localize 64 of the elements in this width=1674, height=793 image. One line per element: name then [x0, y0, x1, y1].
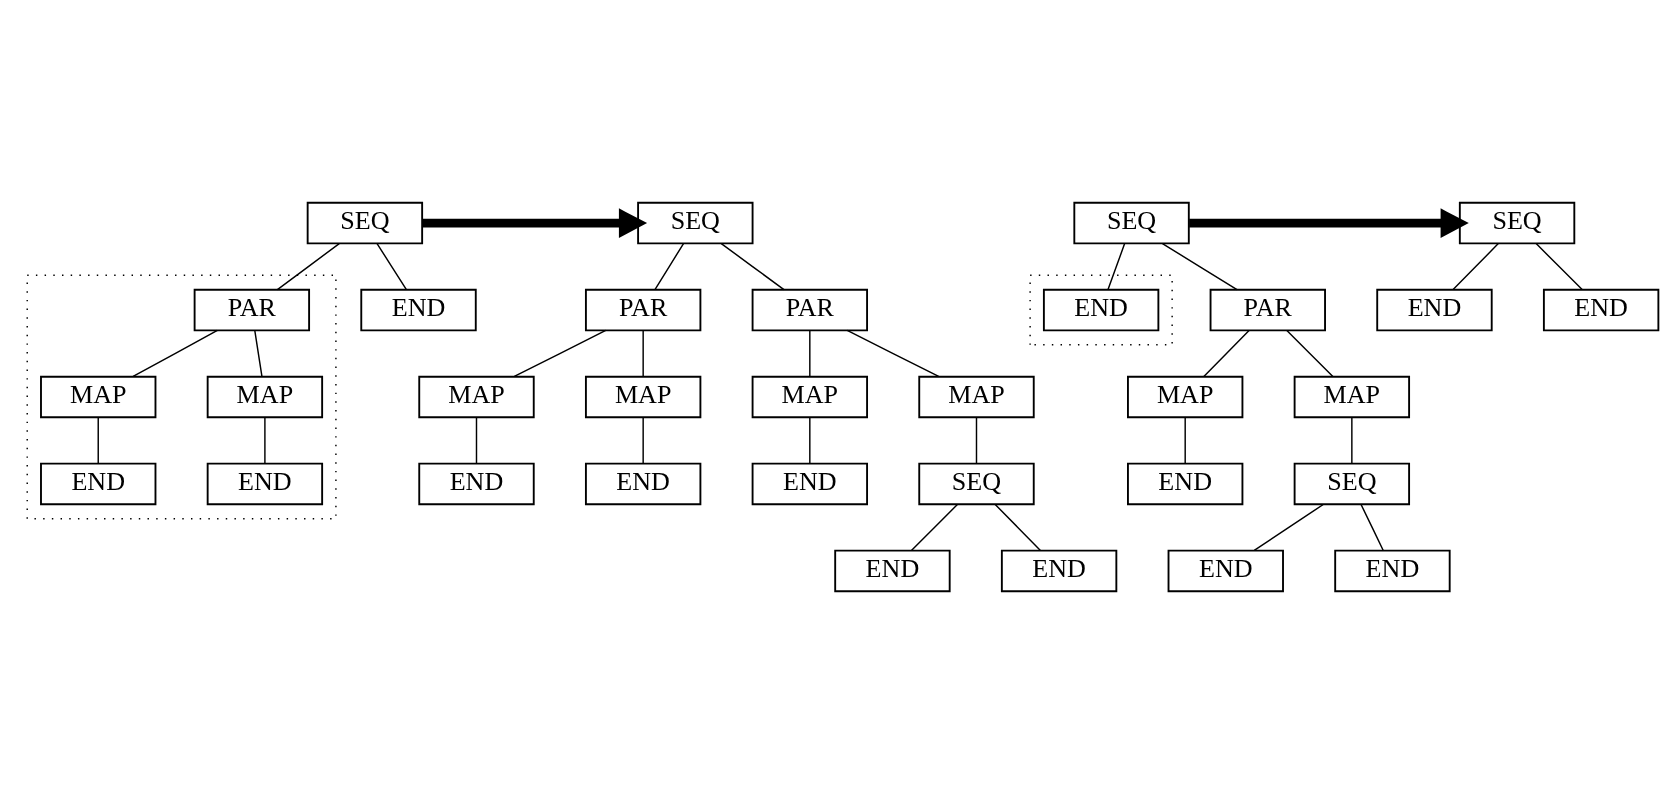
connector [1161, 242, 1238, 290]
node-box: MAP [40, 375, 157, 418]
node-box: END [1127, 462, 1244, 505]
connector [809, 329, 811, 377]
connector [1360, 503, 1384, 551]
cluster [1029, 274, 1173, 346]
connector [254, 329, 263, 377]
connector [264, 416, 266, 464]
connector [1253, 503, 1324, 551]
node-box: PAR [1209, 288, 1326, 331]
arrow [422, 207, 648, 238]
node-box: MAP [418, 375, 535, 418]
cluster [26, 274, 337, 519]
node-box: MAP [1293, 375, 1411, 418]
node-box: PAR [584, 288, 702, 331]
connector [720, 242, 785, 290]
node-box: MAP [918, 375, 1035, 418]
connector [910, 503, 959, 551]
node-box: MAP [206, 375, 324, 418]
node-box: END [834, 549, 951, 592]
node-box: END [1000, 549, 1118, 592]
node-box: MAP [751, 375, 868, 418]
node-box: END [1542, 288, 1660, 331]
node-box: SEQ [1458, 201, 1576, 244]
node-box: END [584, 462, 702, 505]
connector [376, 242, 408, 290]
node-box: END [40, 462, 157, 505]
node-box: END [1042, 288, 1160, 331]
connector [276, 242, 340, 290]
node-box: PAR [751, 288, 868, 331]
connector [975, 416, 978, 464]
node-box: END [360, 288, 477, 331]
connector [642, 416, 644, 464]
connector [809, 416, 811, 464]
connector [475, 416, 478, 464]
connector [1107, 242, 1126, 290]
connector [642, 329, 644, 377]
connector [97, 416, 99, 464]
connector [1535, 242, 1583, 290]
node-box: MAP [1127, 375, 1244, 418]
connector [513, 329, 607, 377]
connector [132, 329, 219, 377]
node-box: MAP [584, 375, 702, 418]
node-box: END [1334, 549, 1451, 592]
connector [1452, 242, 1500, 290]
connector [654, 242, 685, 290]
node-box: SEQ [1293, 462, 1411, 505]
connector [1286, 329, 1334, 377]
connector [1184, 416, 1186, 464]
node-box: END [418, 462, 535, 505]
node-box: END [751, 462, 868, 505]
node-box: END [1376, 288, 1493, 331]
arrow [1189, 207, 1469, 238]
connector [994, 503, 1042, 551]
node-box: SEQ [637, 201, 754, 244]
node-box: END [206, 462, 324, 505]
connector [1351, 416, 1353, 464]
node-box: END [1167, 549, 1284, 592]
node-box: SEQ [306, 201, 424, 244]
connector [1203, 329, 1250, 377]
node-box: SEQ [1073, 201, 1190, 244]
connector [846, 329, 940, 377]
node-box: PAR [193, 288, 311, 331]
node-box: SEQ [918, 462, 1035, 505]
